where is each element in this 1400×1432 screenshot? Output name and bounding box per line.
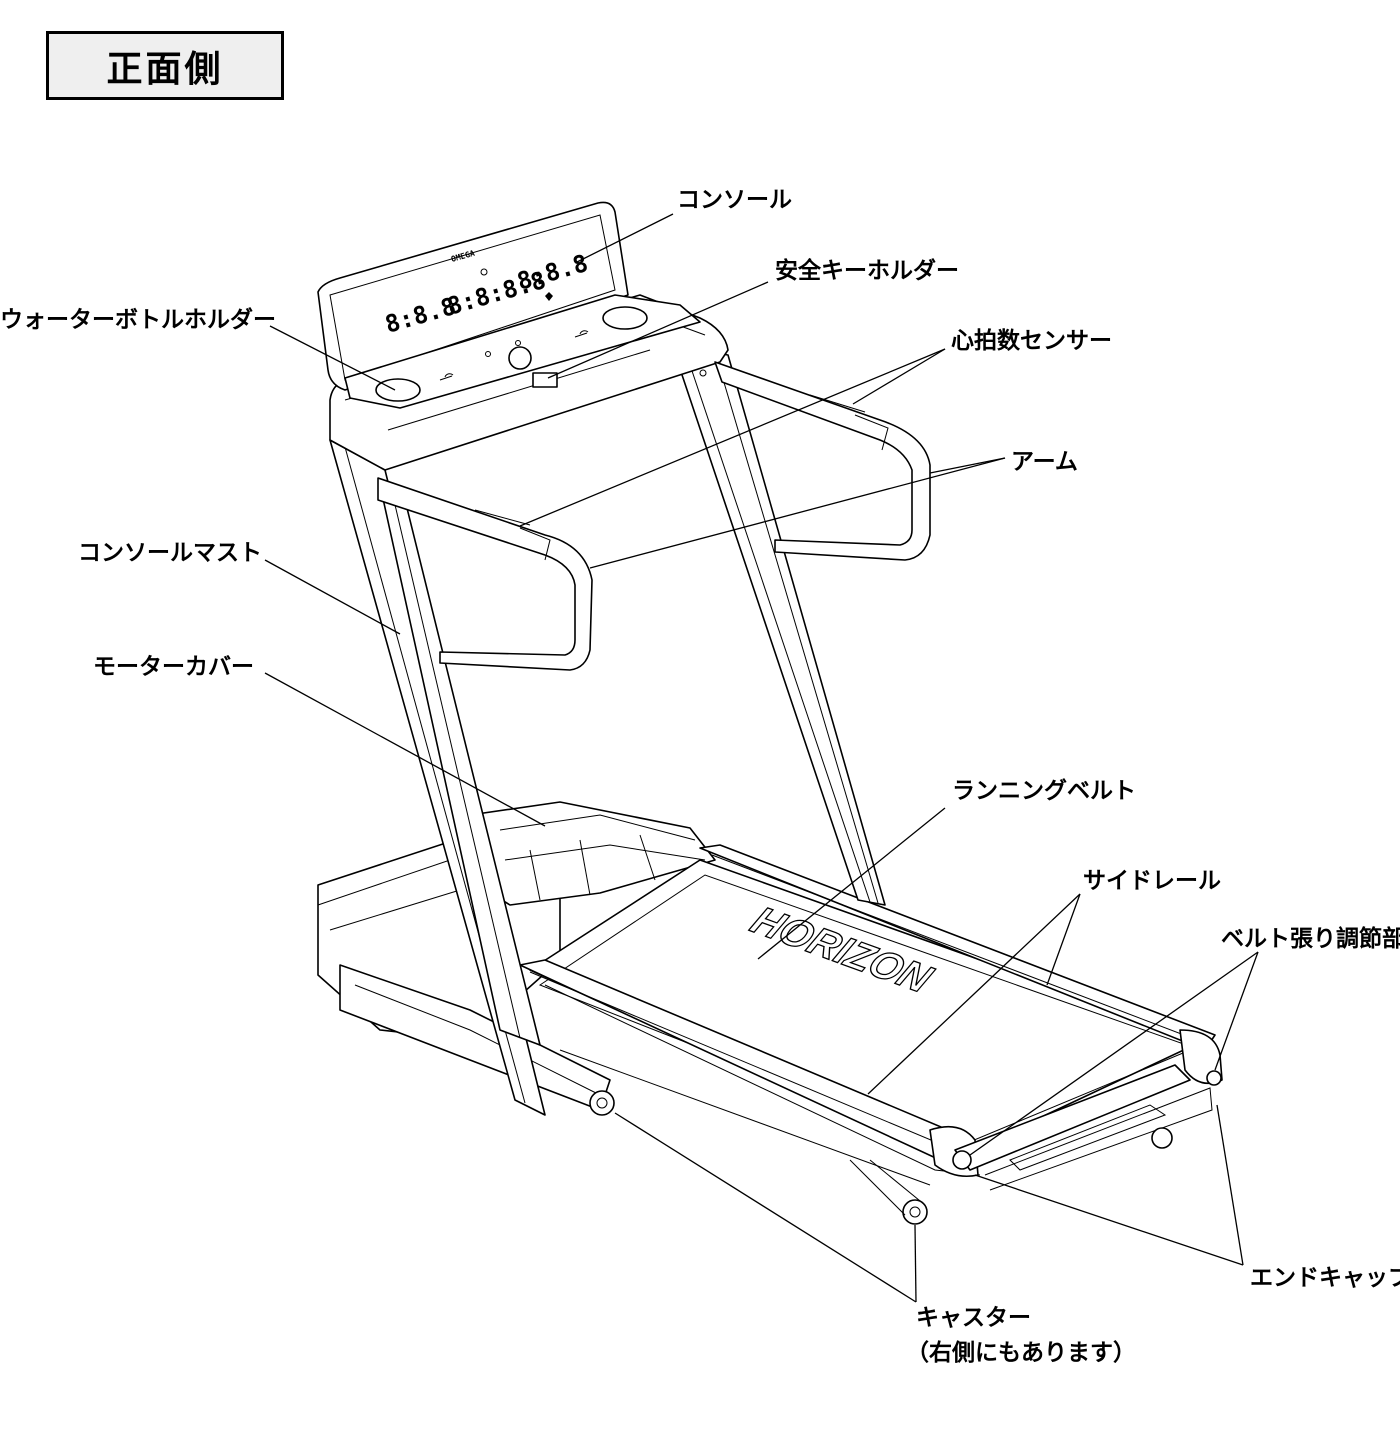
label-caster-note: （右側にもあります） [906, 1340, 1136, 1366]
running-deck: HORIZON [519, 844, 1223, 1191]
label-heart-rate-sensor: 心拍数センサー [951, 328, 1112, 354]
console-mast-left [329, 439, 546, 1116]
leader-lines [264, 213, 1259, 1303]
label-caster: キャスター [916, 1305, 1031, 1331]
water-bottle-holder-left [375, 378, 421, 402]
label-arm: アーム [1011, 449, 1078, 475]
view-title-box: 正面側 [46, 31, 284, 100]
label-running-belt: ランニングベルト [952, 778, 1136, 804]
label-side-rail: サイドレール [1083, 868, 1221, 894]
label-console: コンソール [677, 187, 792, 213]
console: OMEGA 8:8.8 8:8:8.8 8:8.8 [317, 201, 701, 409]
water-bottle-holder-right [602, 306, 648, 330]
view-title: 正面側 [106, 48, 224, 90]
label-end-cap: エンドキャップ [1250, 1265, 1400, 1291]
label-belt-tension-adjuster: ベルト張り調節部 [1221, 926, 1400, 952]
label-safety-key-holder: 安全キーホルダー [775, 258, 959, 284]
arms [377, 361, 931, 671]
label-console-mast: コンソールマスト [78, 540, 262, 566]
label-motor-cover: モーターカバー [93, 654, 254, 680]
casters [589, 1090, 1173, 1225]
label-water-bottle-holder: ウォーターボトルホルダー [0, 307, 276, 333]
